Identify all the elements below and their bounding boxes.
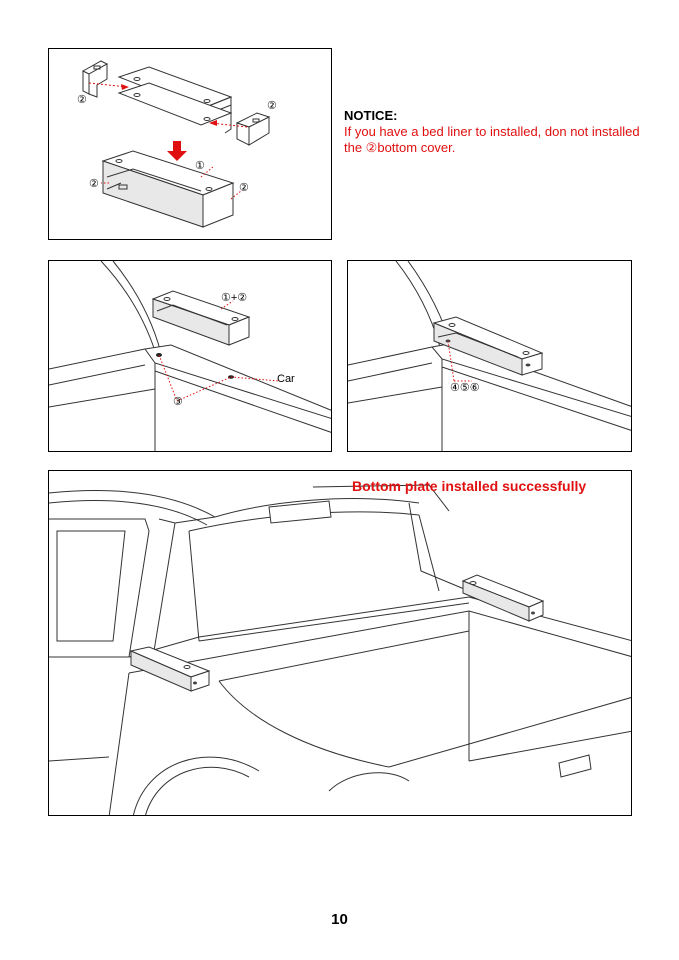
bracket-fastened-drawing (348, 261, 631, 451)
page-number: 10 (331, 911, 348, 928)
notice-body: If you have a bed liner to installed, do… (344, 124, 640, 155)
bracket-on-rail-drawing (49, 261, 331, 451)
truck-bed-drawing (49, 484, 631, 815)
notice-title: NOTICE: (344, 108, 398, 123)
notice-block: NOTICE: If you have a bed liner to insta… (344, 108, 644, 156)
truck-overview-panel (48, 470, 632, 816)
red-down-arrow-icon (167, 141, 187, 161)
label-car: Car (277, 373, 295, 385)
label-right-bottom-cover: ② (239, 182, 249, 194)
bed-rail (144, 344, 331, 419)
label-right-end-cover: ② (267, 100, 277, 112)
third-brake-light (268, 500, 332, 524)
assembly-diagram-panel: ② ② ① ② ② (48, 48, 332, 240)
label-top-plate: ① (195, 160, 205, 172)
tailgate-handle (558, 754, 592, 778)
placement-diagram-panel: ①+② Car ③ (48, 260, 332, 452)
bracket-exploded-drawing (81, 60, 271, 228)
success-caption: Bottom plate installed successfully (352, 478, 587, 494)
label-left-bottom-cover: ② (89, 178, 99, 190)
label-holes: ③ (173, 396, 183, 408)
fastening-diagram-panel: ④⑤⑥ (347, 260, 632, 452)
label-assembly: ①+② (221, 292, 248, 304)
label-left-end-cover: ② (77, 94, 87, 106)
label-hardware: ④⑤⑥ (450, 382, 480, 394)
